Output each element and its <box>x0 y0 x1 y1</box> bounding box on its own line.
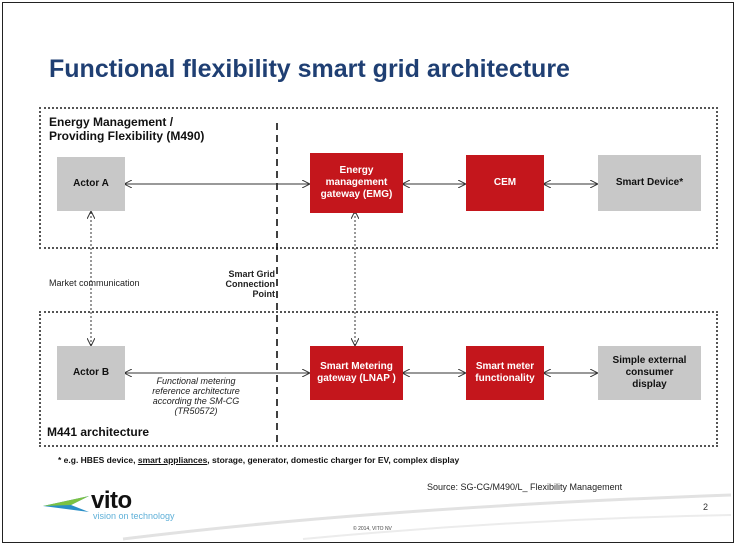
external-display-box: Simple external consumer display <box>598 346 701 400</box>
connection-point-line3: Point <box>252 289 276 299</box>
lnap-box: Smart Metering gateway (LNAP ) <box>310 346 403 400</box>
actor-b-box: Actor B <box>57 346 125 400</box>
smart-meter-functionality-box: Smart meter functionality <box>466 346 544 400</box>
top-section-label-line1: Energy Management / <box>49 115 174 129</box>
top-section-label: Energy Management / Providing Flexibilit… <box>49 115 204 143</box>
display-line1: Simple external <box>612 355 687 366</box>
footnote-suffix: , storage, generator, domestic charger f… <box>207 455 460 465</box>
emg-line1: Energy <box>339 165 374 176</box>
smf-line2: functionality <box>475 373 535 384</box>
footnote: * e.g. HBES device, smart appliances, st… <box>58 455 459 465</box>
logo-word: vito <box>91 487 132 514</box>
metering-note-line1: Functional metering <box>156 376 236 386</box>
slide-title: Functional flexibility smart grid archit… <box>49 55 570 83</box>
logo-tagline: vision on technology <box>93 511 175 521</box>
connector-lines <box>3 123 733 443</box>
market-communication-label: Market communication <box>49 278 140 288</box>
top-section-label-line2: Providing Flexibility (M490) <box>49 129 205 143</box>
source-note: Source: SG-CG/M490/L_ Flexibility Manage… <box>427 482 623 492</box>
emg-box: Energy management gateway (EMG) <box>310 153 403 213</box>
copyright: © 2014, VITO NV <box>353 526 392 532</box>
connection-point-line1: Smart Grid <box>228 269 275 279</box>
actor-a-box: Actor A <box>57 157 125 211</box>
metering-note-line4: (TR50572) <box>174 406 218 416</box>
metering-note-line2: reference architecture <box>152 386 240 396</box>
emg-line3: gateway (EMG) <box>320 189 393 200</box>
connection-point-label: Smart Grid Connection Point <box>225 269 276 299</box>
page-number: 2 <box>703 502 709 512</box>
smf-line1: Smart meter <box>475 361 535 372</box>
vito-logo-icon <box>43 496 89 512</box>
bottom-section-label: M441 architecture <box>47 425 150 439</box>
smart-device-box: Smart Device* <box>598 155 701 211</box>
lnap-line2: gateway (LNAP ) <box>317 373 396 384</box>
footer-swoosh <box>122 493 732 541</box>
bottom-section-frame <box>39 311 718 447</box>
footnote-prefix: * e.g. HBES device, <box>58 455 138 465</box>
top-section-frame <box>39 107 718 249</box>
display-line3: display <box>632 379 667 390</box>
cem-box: CEM <box>466 155 544 211</box>
metering-reference-note: Functional metering reference architectu… <box>135 376 257 416</box>
metering-note-line3: according the SM-CG <box>152 396 240 406</box>
footnote-underlined: smart appliances <box>137 455 208 465</box>
display-line2: consumer <box>625 367 674 378</box>
connection-point-line2: Connection <box>225 279 276 289</box>
emg-line2: management <box>325 177 388 188</box>
lnap-line1: Smart Metering <box>320 361 393 372</box>
